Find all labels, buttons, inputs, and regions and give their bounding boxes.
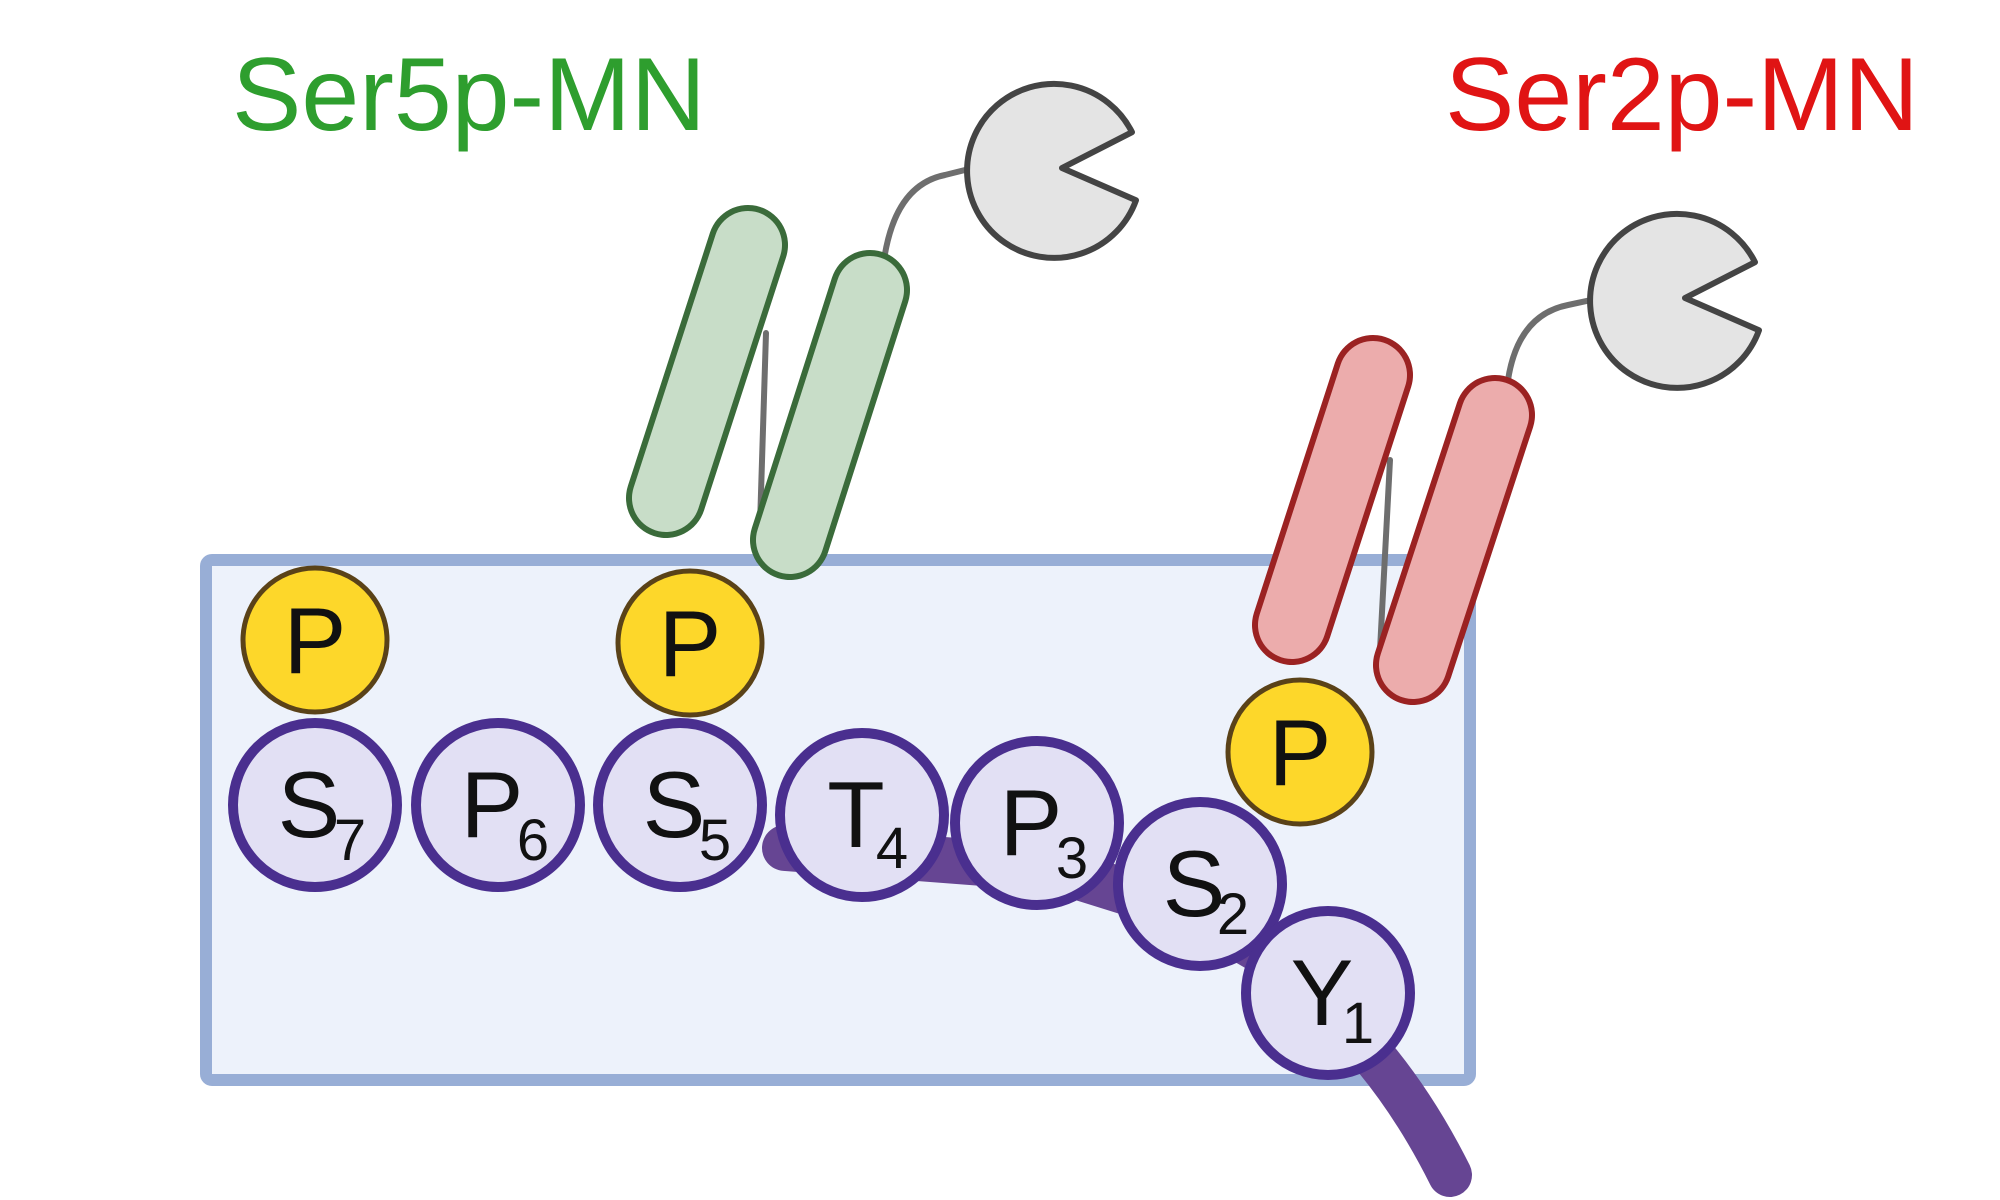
residue-letter: T bbox=[827, 762, 884, 867]
residue-subscript: 2 bbox=[1217, 882, 1249, 947]
green-rod-2 bbox=[756, 256, 904, 574]
residue-letter: S bbox=[1163, 831, 1226, 936]
phosphate-letter: P bbox=[659, 591, 722, 696]
residue-circle bbox=[411, 718, 585, 892]
ser5p-mn-label: Ser5p-MN bbox=[232, 37, 706, 153]
residue-letter: S bbox=[278, 752, 341, 857]
phosphate-letter: P bbox=[1269, 700, 1332, 805]
green-rod-1 bbox=[632, 211, 782, 532]
residue-letter: P bbox=[461, 752, 524, 857]
phosphate-letter: P bbox=[284, 588, 347, 693]
red-rod-2 bbox=[1379, 381, 1529, 699]
residue-circle bbox=[950, 736, 1124, 910]
phosphate-circle bbox=[615, 568, 765, 718]
pacman-enzyme-left bbox=[964, 80, 1139, 261]
residue-t4: T4 bbox=[775, 728, 949, 902]
residue-circle bbox=[1113, 797, 1287, 971]
phosphate-s5: P bbox=[615, 568, 765, 718]
green-linker bbox=[757, 162, 988, 528]
residue-letter: P bbox=[1000, 770, 1063, 875]
residue-letter: S bbox=[643, 752, 706, 857]
residue-circle bbox=[228, 718, 402, 892]
red-antibody-rods-icon bbox=[1252, 294, 1608, 705]
residue-s5: S5 bbox=[593, 718, 767, 892]
residue-letter: Y bbox=[1291, 940, 1354, 1045]
phosphate-s2: P bbox=[1225, 677, 1375, 827]
phosphate-groups: P P P bbox=[240, 565, 1375, 827]
residue-p6: P6 bbox=[411, 718, 585, 892]
residue-subscript: 1 bbox=[1342, 991, 1374, 1056]
residue-s7: S7 bbox=[228, 718, 402, 892]
residue-subscript: 4 bbox=[876, 816, 908, 881]
ser2p-mn-label: Ser2p-MN bbox=[1445, 37, 1919, 153]
phosphate-circle bbox=[1225, 677, 1375, 827]
residue-subscript: 6 bbox=[517, 808, 549, 873]
residue-s2: S2 bbox=[1113, 797, 1287, 971]
red-rod-1 bbox=[1258, 341, 1407, 659]
pacman-enzyme-right bbox=[1587, 210, 1762, 391]
residue-subscript: 3 bbox=[1056, 826, 1088, 891]
red-linker bbox=[1377, 294, 1608, 653]
residue-p3: P3 bbox=[950, 736, 1124, 910]
pacman-enzyme-icon bbox=[1587, 210, 1762, 391]
pacman-enzyme-icon bbox=[964, 80, 1139, 261]
residue-circle bbox=[1241, 906, 1415, 1080]
residue-circle bbox=[775, 728, 949, 902]
residue-circle bbox=[593, 718, 767, 892]
residue-y1: Y1 bbox=[1241, 906, 1415, 1080]
green-antibody-rods-icon bbox=[626, 162, 988, 580]
phosphate-s7: P bbox=[240, 565, 390, 715]
phosphate-circle bbox=[240, 565, 390, 715]
residue-subscript: 7 bbox=[334, 808, 366, 873]
residue-subscript: 5 bbox=[699, 808, 731, 873]
